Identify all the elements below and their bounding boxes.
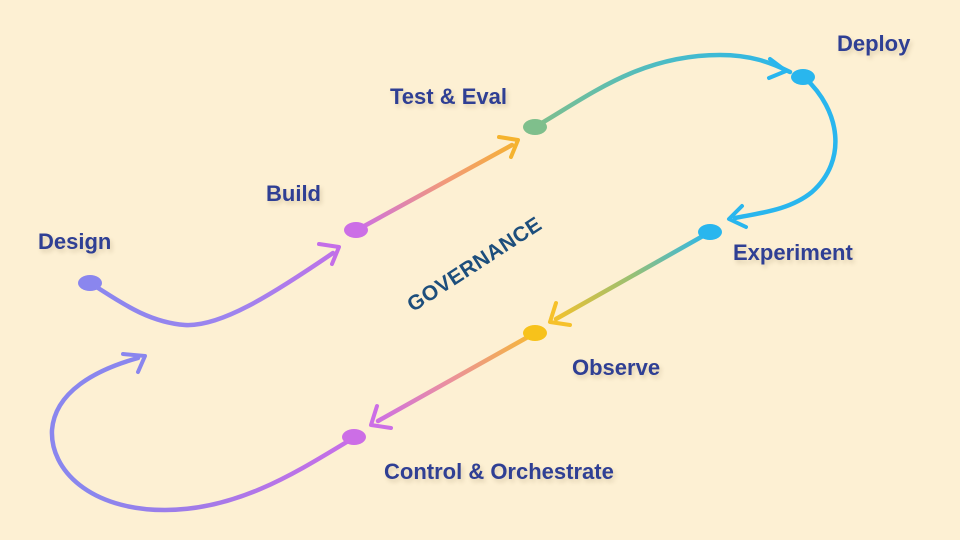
- connector-observe-control: [375, 330, 538, 424]
- stage-label-design: Design: [38, 229, 112, 254]
- arrowhead-to-design-icon: [121, 352, 147, 374]
- stage-label-experiment: Experiment: [733, 240, 853, 265]
- arrowhead-to-observe-icon: [548, 301, 572, 327]
- stage-label-test-eval: Test & Eval: [390, 84, 507, 109]
- connector-experiment-observe: [553, 229, 713, 322]
- arrowhead-to-control-icon: [369, 404, 393, 430]
- node-build: [344, 222, 368, 238]
- connector-design-build: [87, 250, 336, 328]
- stage-label-deploy: Deploy: [837, 31, 911, 56]
- stage-label-build: Build: [266, 181, 321, 206]
- arrowhead-to-build-icon: [317, 242, 341, 266]
- arrowhead-to-experiment-icon: [727, 204, 748, 229]
- stage-label-observe: Observe: [572, 355, 661, 380]
- arrowhead-to-test-icon: [497, 135, 520, 159]
- node-observe: [523, 325, 547, 341]
- node-test: [523, 119, 547, 135]
- node-design: [78, 275, 102, 291]
- connector-deploy-experiment: [732, 75, 838, 221]
- connector-build-test: [354, 142, 515, 233]
- connector-control-design: [49, 355, 358, 513]
- connector-test-deploy: [532, 52, 793, 130]
- node-deploy: [791, 69, 815, 85]
- arrowhead-to-deploy-icon: [767, 57, 788, 80]
- stage-label-control-orchestrate: Control & Orchestrate: [384, 459, 614, 484]
- node-control: [342, 429, 366, 445]
- node-experiment: [698, 224, 722, 240]
